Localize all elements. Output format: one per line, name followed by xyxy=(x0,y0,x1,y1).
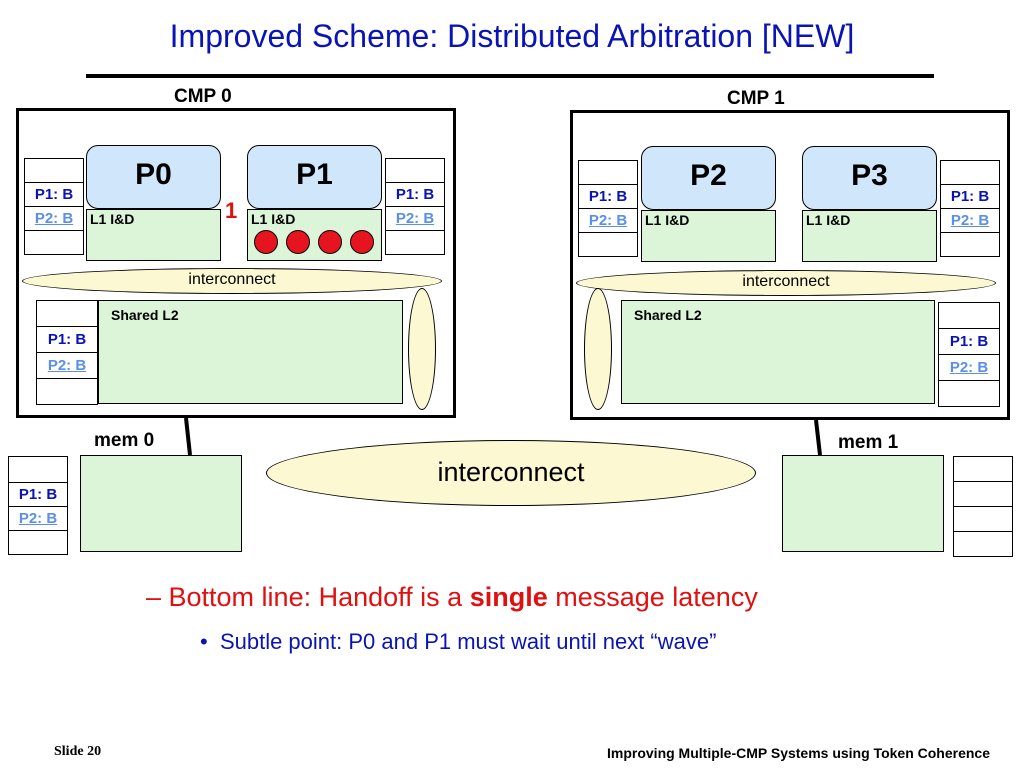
mem0-table: P1: B P2: B xyxy=(8,456,68,555)
table-cell xyxy=(385,230,445,255)
table-cell xyxy=(24,230,84,255)
table-cell: P2: B xyxy=(385,206,445,231)
table-cell xyxy=(8,530,68,555)
table-cell: P2: B xyxy=(940,208,1000,233)
table-cell: P1: B xyxy=(8,482,68,507)
bullet-text: Subtle point: P0 and P1 must wait until … xyxy=(219,629,717,654)
l1-cache-p2: L1 I&D xyxy=(641,210,776,262)
token-circle xyxy=(286,230,310,254)
processor-p3: P3 xyxy=(802,146,937,210)
bullet-emphasis: single xyxy=(469,582,548,612)
bullet-dot: • xyxy=(200,629,220,654)
table-cell xyxy=(578,160,638,185)
processor-p0: P0 xyxy=(86,145,221,209)
table-cell xyxy=(938,302,1000,329)
token-circle xyxy=(350,230,374,254)
table-cell: P2: B xyxy=(578,208,638,233)
processor-p1: P1 xyxy=(247,145,382,209)
token-circle xyxy=(254,230,278,254)
bullet-bottom-line: – Bottom line: Handoff is a single messa… xyxy=(146,582,758,613)
table-cell: P1: B xyxy=(385,182,445,207)
mem0-box xyxy=(80,455,242,552)
table-cell: P1: B xyxy=(578,184,638,209)
table-cell xyxy=(953,456,1013,482)
token-circle xyxy=(318,230,342,254)
table-cell xyxy=(940,232,1000,257)
cmp0-left-table: P1: B P2: B xyxy=(24,158,84,255)
cmp1-interconnect: interconnect xyxy=(576,270,996,296)
table-cell: P1: B xyxy=(940,184,1000,209)
table-cell xyxy=(578,232,638,257)
table-cell xyxy=(36,378,98,405)
mem1-table xyxy=(953,456,1013,557)
table-cell xyxy=(953,481,1013,507)
cmp0-label: CMP 0 xyxy=(174,86,232,107)
mem1-label: mem 1 xyxy=(838,432,899,453)
cmp1-vertical-interconnect xyxy=(584,288,612,410)
slide-title: Improved Scheme: Distributed Arbitration… xyxy=(169,18,855,54)
token-count-marker: 1 xyxy=(225,198,238,223)
table-cell xyxy=(8,456,68,483)
cmp1-shared-l2: Shared L2 xyxy=(621,300,935,404)
cmp0-right-table: P1: B P2: B xyxy=(385,158,445,255)
cmp0-l2-table: P1: B P2: B xyxy=(36,300,98,405)
table-cell xyxy=(938,380,1000,407)
slide-number: Slide 20 xyxy=(54,744,102,759)
table-cell xyxy=(953,531,1013,557)
cmp1-label: CMP 1 xyxy=(727,88,785,109)
title-divider xyxy=(86,74,934,78)
cmp0-shared-l2: Shared L2 xyxy=(98,300,403,404)
bullet-subtle-point: • Subtle point: P0 and P1 must wait unti… xyxy=(200,629,716,655)
cmp0-vertical-interconnect xyxy=(408,288,436,410)
mem0-label: mem 0 xyxy=(94,430,155,451)
bullet-text: – Bottom line: Handoff is a xyxy=(146,582,470,612)
cmp1-l2-table: P1: B P2: B xyxy=(938,302,1000,407)
mem1-box xyxy=(782,455,944,552)
l1-cache-p0: L1 I&D xyxy=(86,209,221,261)
table-cell: P2: B xyxy=(8,506,68,531)
footer-title: Improving Multiple-CMP Systems using Tok… xyxy=(607,745,990,761)
table-cell: P1: B xyxy=(36,326,98,353)
cmp1-left-table: P1: B P2: B xyxy=(578,160,638,257)
cmp1-right-table: P1: B P2: B xyxy=(940,160,1000,257)
bullet-text: message latency xyxy=(547,582,758,612)
l1-cache-p3: L1 I&D xyxy=(802,210,937,262)
main-interconnect: interconnect xyxy=(266,440,756,506)
table-cell: P2: B xyxy=(938,354,1000,381)
table-cell xyxy=(953,506,1013,532)
processor-p2: P2 xyxy=(641,146,776,210)
cmp0-interconnect: interconnect xyxy=(22,268,442,294)
table-cell: P2: B xyxy=(24,206,84,231)
